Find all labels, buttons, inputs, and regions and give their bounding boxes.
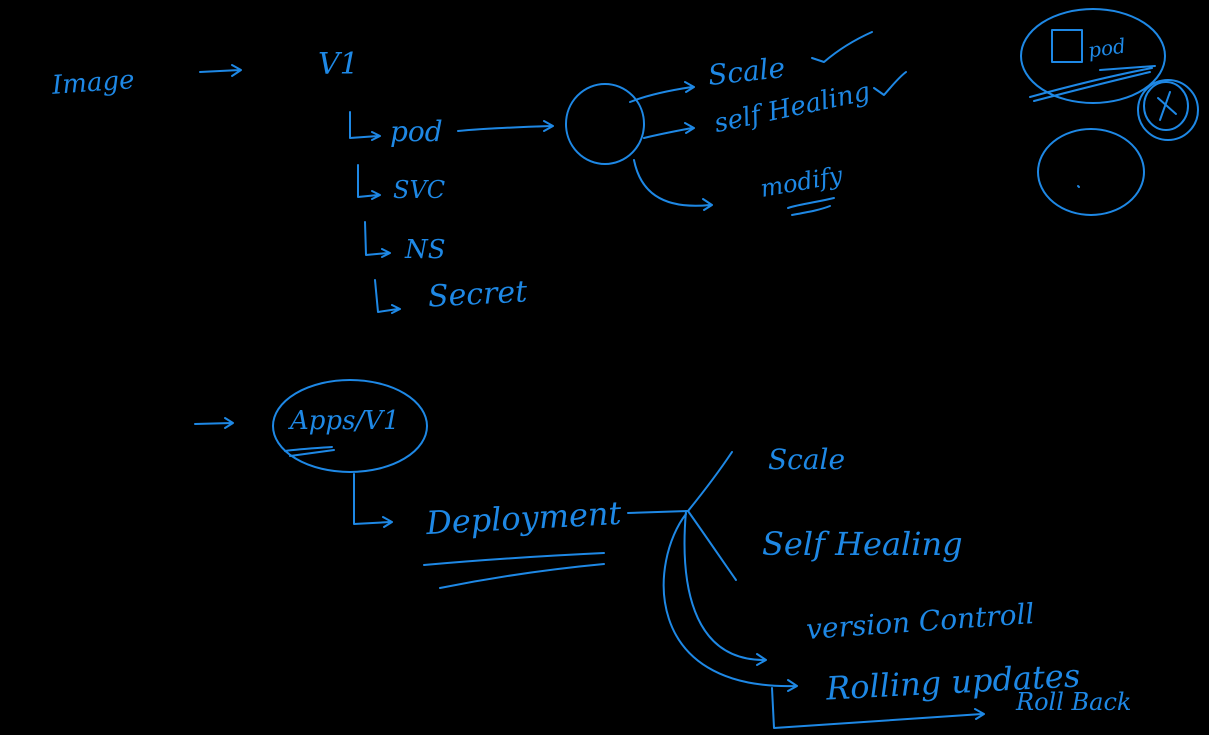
modify-underline — [787, 197, 835, 216]
pod-node-strike — [1029, 65, 1156, 102]
arrow-pod-to-circle — [457, 120, 554, 132]
label-deployment: Deployment — [425, 493, 623, 543]
fork-to-scale — [687, 451, 733, 512]
arrow-circle-modify — [633, 159, 713, 211]
arrow-image-to-v1 — [199, 64, 242, 77]
label-scale-bottom: Scale — [768, 443, 846, 476]
label-ns: NS — [405, 235, 446, 265]
pod-node-box — [1051, 29, 1083, 63]
branch-svc — [357, 164, 381, 200]
check-self-healing — [873, 71, 907, 96]
branch-ns — [364, 221, 391, 258]
fork-to-self-healing — [687, 510, 737, 581]
label-v1: V1 — [318, 47, 359, 82]
label-apps-v1: Apps/V1 — [290, 406, 400, 436]
arrow-circle-scale — [629, 81, 695, 103]
check-scale — [811, 31, 873, 63]
label-pod: pod — [390, 115, 443, 148]
pod-node-outer — [1020, 8, 1166, 104]
pod-node-crossed-inner — [1143, 81, 1189, 131]
branch-secret — [374, 279, 401, 314]
label-self-healing-bottom: Self Healing — [762, 525, 963, 563]
pod-node-cross-mark — [1157, 91, 1177, 121]
apps-v1-oval — [272, 379, 428, 473]
label-svc: SVC — [393, 176, 446, 204]
empty-node-dot — [1077, 185, 1080, 188]
label-pod-small: pod — [1086, 33, 1128, 63]
label-scale-top: Scale — [706, 51, 787, 92]
pod-circle — [565, 83, 645, 165]
rolling-to-rollback — [771, 687, 985, 729]
arrow-apps-to-deployment — [353, 473, 393, 528]
branch-pod — [349, 111, 381, 141]
label-roll-back: Roll Back — [1016, 688, 1132, 716]
apps-underline — [284, 446, 335, 457]
fork-to-rolling-updates — [662, 513, 798, 692]
label-secret: Secret — [427, 274, 529, 315]
label-image: Image — [51, 65, 136, 101]
empty-node — [1037, 128, 1145, 216]
deployment-to-fork — [627, 510, 689, 514]
arrow-to-apps-v1 — [194, 417, 234, 429]
arrow-circle-self-healing — [643, 122, 695, 139]
deployment-underline — [423, 552, 605, 589]
fork-to-version-control — [683, 510, 767, 666]
pod-node-crossed — [1137, 79, 1199, 141]
